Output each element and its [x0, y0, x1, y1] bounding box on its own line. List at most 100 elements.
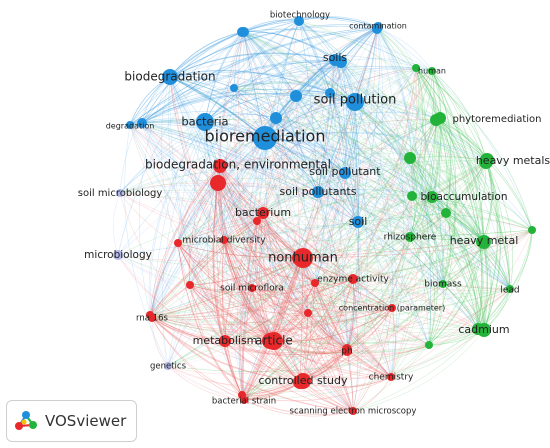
network-edge [256, 70, 433, 222]
label-biomass[interactable]: biomass [424, 280, 462, 290]
node-x6[interactable] [325, 88, 335, 98]
node-x13[interactable] [479, 155, 493, 169]
node-x0[interactable] [237, 27, 247, 37]
label-soils[interactable]: soils [323, 51, 348, 64]
node-x26[interactable] [311, 279, 319, 287]
label-heavy-metal[interactable]: heavy metal [450, 234, 519, 247]
node-x12[interactable] [404, 152, 416, 164]
label-nonhuman[interactable]: nonhuman [268, 251, 338, 266]
node-soil[interactable] [352, 216, 364, 228]
node-x30[interactable] [238, 391, 246, 399]
label-soil-microflora[interactable]: soil microflora [220, 284, 284, 294]
node-x31[interactable] [304, 309, 312, 317]
label-rna-16s[interactable]: rna 16s [136, 314, 168, 324]
node-x28[interactable] [342, 344, 352, 354]
node-x4[interactable] [230, 84, 238, 92]
label-soil-pollution[interactable]: soil pollution [314, 93, 397, 108]
network-edge [251, 287, 309, 314]
label-scanning-electron-microscopy[interactable]: scanning electron microscopy [290, 407, 417, 417]
label-soil-pollutant[interactable]: soil pollutant [309, 165, 381, 178]
node-bacteria[interactable] [196, 113, 214, 131]
node-x10[interactable] [412, 64, 420, 72]
label-enzyme-activity[interactable]: enzyme activity [317, 275, 389, 285]
label-chemistry[interactable]: chemistry [369, 373, 414, 383]
node-human[interactable] [428, 67, 436, 75]
node-microbial-diversity[interactable] [220, 236, 228, 244]
node-x7[interactable] [137, 118, 147, 128]
node-soil-pollutant[interactable] [339, 167, 351, 179]
node-chemistry[interactable] [387, 373, 395, 381]
label-bioaccumulation[interactable]: bioaccumulation [421, 191, 508, 203]
node-biomass[interactable] [439, 280, 447, 288]
label-metabolism[interactable]: metabolism [193, 334, 258, 347]
node-soil-microbiology[interactable] [116, 189, 124, 197]
node-metabolism[interactable] [219, 335, 231, 347]
label-genetics[interactable]: genetics [150, 362, 187, 372]
network-edge [129, 124, 258, 222]
label-microbiology[interactable]: microbiology [84, 249, 152, 261]
node-bacterium[interactable] [257, 207, 269, 219]
label-lead[interactable]: lead [500, 286, 519, 296]
node-x8[interactable] [270, 112, 282, 124]
node-bioaccumulation[interactable] [426, 191, 438, 203]
node-genetics[interactable] [164, 362, 172, 370]
label-degradation[interactable]: degradation [106, 122, 155, 131]
label-article[interactable]: article [255, 334, 293, 348]
node-x21[interactable] [253, 217, 261, 225]
node-x3[interactable] [164, 71, 176, 83]
node-x5[interactable] [290, 90, 302, 102]
node-soil-microflora[interactable] [248, 284, 256, 292]
node-scanning-electron-microscopy[interactable] [349, 407, 357, 415]
node-x2[interactable] [372, 24, 382, 34]
label-contamination[interactable]: contamination [349, 22, 407, 31]
node-degradation[interactable] [126, 121, 134, 129]
node-x19[interactable] [425, 341, 433, 349]
label-soil-pollutants[interactable]: soil pollutants [280, 185, 357, 198]
label-concentration-parameter[interactable]: concentration (parameter) [339, 304, 445, 313]
label-rhizosphere[interactable]: rhizosphere [384, 233, 437, 243]
node-x27[interactable] [262, 333, 278, 349]
label-bacteria[interactable]: bacteria [181, 115, 228, 129]
node-x24[interactable] [292, 250, 308, 266]
label-soil[interactable]: soil [349, 215, 368, 228]
label-bacterium[interactable]: bacterium [235, 206, 291, 219]
node-microbiology[interactable] [113, 250, 123, 260]
label-biodegradation-environmental[interactable]: biodegradation, environmental [145, 158, 331, 172]
node-x11[interactable] [430, 114, 442, 126]
node-rhizosphere[interactable] [405, 232, 415, 242]
network-edge [317, 92, 331, 193]
label-ph[interactable]: ph [341, 347, 352, 357]
node-soil-pollution[interactable] [346, 93, 364, 111]
node-x15[interactable] [441, 208, 451, 218]
node-x29[interactable] [293, 375, 307, 389]
node-enzyme-activity[interactable] [348, 274, 358, 284]
node-x17[interactable] [528, 226, 536, 234]
node-x16[interactable] [476, 236, 488, 248]
label-biodegradation[interactable]: biodegradation [124, 70, 215, 84]
node-concentration-parameter[interactable] [388, 304, 396, 312]
node-lead[interactable] [506, 285, 514, 293]
label-phytoremediation[interactable]: phytoremediation [453, 114, 542, 125]
node-x20[interactable] [210, 175, 226, 191]
node-x1[interactable] [294, 16, 304, 26]
label-microbial-diversity[interactable]: microbial diversity [182, 236, 266, 246]
vosviewer-badge[interactable]: VOSviewer [6, 400, 138, 442]
node-bioremediation[interactable] [253, 126, 277, 150]
node-x23[interactable] [186, 281, 194, 289]
label-soil-microbiology[interactable]: soil microbiology [78, 188, 163, 199]
label-human[interactable]: human [418, 67, 446, 76]
label-bioremediation[interactable]: bioremediation [205, 127, 326, 146]
node-x14[interactable] [407, 191, 417, 201]
node-x22[interactable] [174, 239, 182, 247]
node-biodegradation-environmental[interactable] [213, 159, 227, 173]
node-x25[interactable] [146, 311, 154, 319]
label-biotechnology[interactable]: biotechnology [270, 11, 330, 21]
label-controlled-study[interactable]: controlled study [259, 374, 348, 387]
label-heavy-metals[interactable]: heavy metals [476, 154, 550, 167]
label-bacterial-strain[interactable]: bacterial strain [212, 397, 276, 407]
label-cadmium[interactable]: cadmium [458, 323, 509, 336]
node-x18[interactable] [472, 323, 484, 335]
node-soil-pollutants[interactable] [312, 186, 324, 198]
node-x9[interactable] [335, 56, 347, 68]
